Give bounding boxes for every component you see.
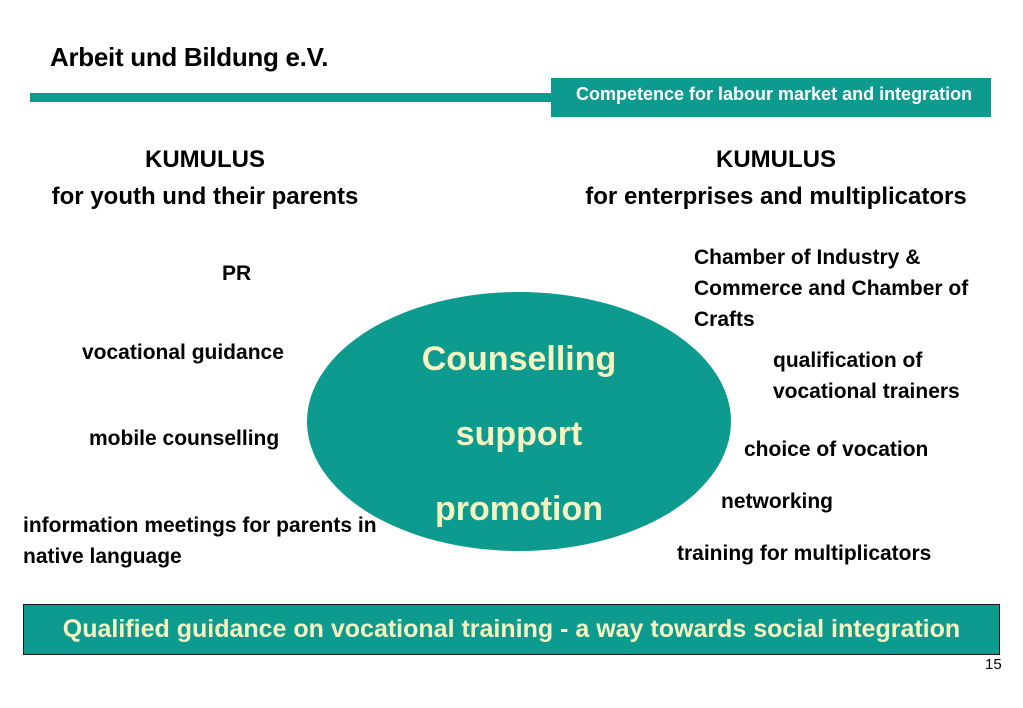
conclusion-banner-text: Qualified guidance on vocational trainin… [62,615,961,643]
left-heading-line1: KUMULUS [145,146,265,173]
right-item-chamber-line3: Crafts [694,308,755,331]
ellipse-text: Counselling support promotion [307,322,731,547]
left-column-heading: KUMULUS for youth und their parents [20,141,390,215]
right-item-qualification-line1: qualification of [773,349,923,372]
right-item-chamber-line1: Chamber of Industry & [694,246,921,269]
tagline-box [551,78,991,117]
left-item-mobile-counselling: mobile counselling [89,427,280,450]
right-item-training: training for multiplicators [677,542,932,565]
ellipse-line-counselling: Counselling [421,340,617,378]
left-item-info-meetings-line1: information meetings for parents in [23,514,377,537]
left-heading-line2: for youth und their parents [51,183,359,210]
organization-title: Arbeit und Bildung e.V. [50,42,329,72]
right-item-chamber-line2: Commerce and Chamber of [694,277,969,300]
header-divider-line [30,93,552,102]
conclusion-banner [23,604,1000,655]
ellipse-line-promotion: promotion [434,490,604,528]
left-item-vocational-guidance: vocational guidance [82,341,284,364]
right-heading-line2: for enterprises and multiplicators [585,183,967,210]
page-number: 15 [985,656,1002,673]
ellipse-line-support: support [455,415,583,453]
counselling-ellipse [307,292,731,551]
right-column-heading: KUMULUS for enterprises and multiplicato… [560,141,992,215]
left-item-pr: PR [222,262,252,285]
tagline-text: Competence for labour market and integra… [576,84,973,104]
left-item-info-meetings-line2: native language [23,545,182,568]
right-item-networking: networking [721,490,834,513]
right-item-qualification-line2: vocational trainers [773,380,960,403]
right-item-choice-of-vocation: choice of vocation [744,438,929,461]
right-heading-line1: KUMULUS [716,146,836,173]
